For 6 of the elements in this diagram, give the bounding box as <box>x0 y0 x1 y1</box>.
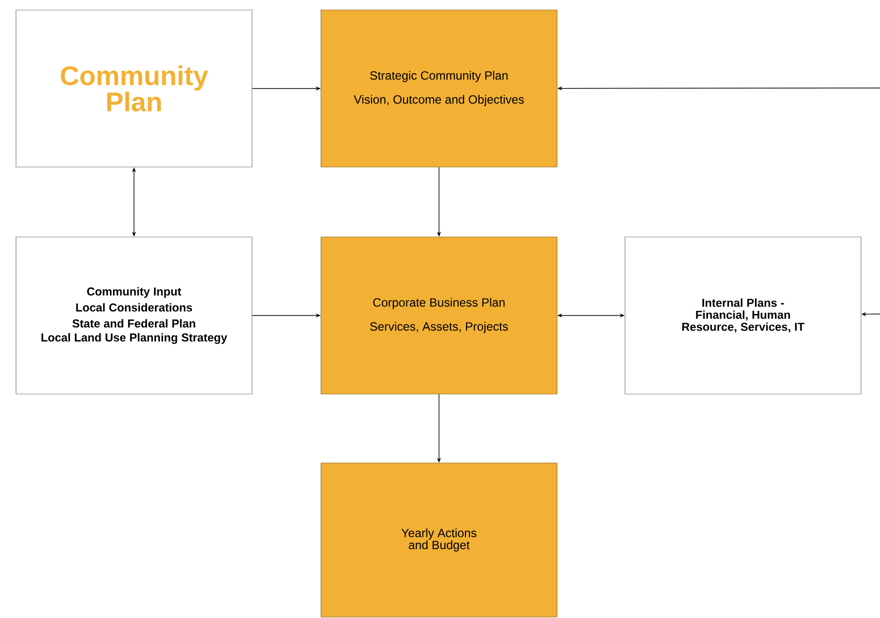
box: Community Input Local Considerations State and Federal Plan Local Land Use Planning Strategy <box>16 236 252 394</box>
process-box: Yearly Actions and Budget <box>320 462 558 618</box>
process-box: Strategic Community Plan Vision, Outcome and Objectives <box>320 10 558 168</box>
box: Internal Plans - Financial, Human Resource, Services, IT <box>624 236 862 394</box>
box: Community Plan <box>16 10 252 168</box>
process-box: Corporate Business Plan Services, Assets, Projects <box>320 236 558 394</box>
